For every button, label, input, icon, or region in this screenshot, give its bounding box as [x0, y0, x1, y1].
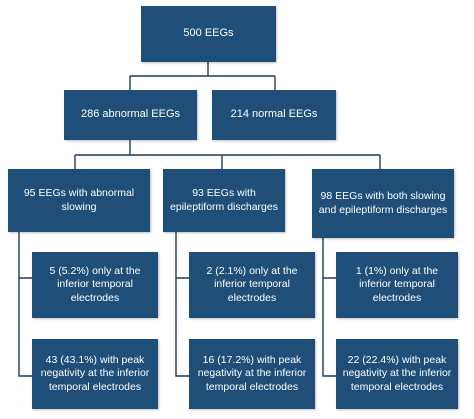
box-normal: 214 normal EEGs: [212, 90, 336, 140]
box-epileptiform-label: 93 EEGs with epileptiform discharges: [170, 187, 278, 213]
box-epileptiform: 93 EEGs with epileptiform discharges: [163, 169, 285, 232]
box-both-inferior-only: 1 (1%) only at the inferior temporal ele…: [336, 252, 458, 318]
connector-right-level5: [322, 278, 336, 377]
box-both-peak-negativity-label: 22 (22.4%) with peak negativity at the i…: [342, 354, 452, 393]
box-slowing-peak-negativity: 43 (43.1%) with peak negativity at the i…: [32, 339, 158, 409]
box-epileptiform-inferior-only: 2 (2.1%) only at the inferior temporal e…: [189, 252, 315, 318]
box-both-peak-negativity: 22 (22.4%) with peak negativity at the i…: [336, 339, 458, 409]
box-abnormal-label: 286 abnormal EEGs: [80, 108, 181, 121]
connector-mid-level5: [175, 278, 189, 377]
connector-left-level5: [18, 278, 32, 377]
box-abnormal: 286 abnormal EEGs: [64, 90, 197, 140]
box-slowing: 95 EEGs with abnormal slowing: [8, 169, 150, 232]
box-root-label: 500 EEGs: [183, 27, 234, 40]
box-epileptiform-peak-negativity-label: 16 (17.2%) with peak negativity at the i…: [197, 354, 307, 393]
box-root: 500 EEGs: [141, 6, 276, 62]
box-slowing-inferior-only-label: 5 (5.2%) only at the inferior temporal e…: [49, 265, 141, 304]
box-slowing-peak-negativity-label: 43 (43.1%) with peak negativity at the i…: [40, 354, 150, 393]
box-both: 98 EEGs with both slowing and epileptifo…: [312, 169, 454, 238]
box-both-label: 98 EEGs with both slowing and epileptifo…: [318, 190, 448, 216]
box-epileptiform-inferior-only-label: 2 (2.1%) only at the inferior temporal e…: [206, 265, 298, 304]
connector-right-level4: [322, 238, 336, 279]
box-normal-label: 214 normal EEGs: [230, 108, 318, 121]
connector-left-level4: [18, 232, 32, 279]
connector-mid-level4: [175, 232, 189, 279]
box-both-inferior-only-label: 1 (1%) only at the inferior temporal ele…: [355, 265, 439, 304]
box-slowing-inferior-only: 5 (5.2%) only at the inferior temporal e…: [32, 252, 158, 318]
box-slowing-label: 95 EEGs with abnormal slowing: [23, 187, 135, 213]
box-epileptiform-peak-negativity: 16 (17.2%) with peak negativity at the i…: [189, 339, 315, 409]
